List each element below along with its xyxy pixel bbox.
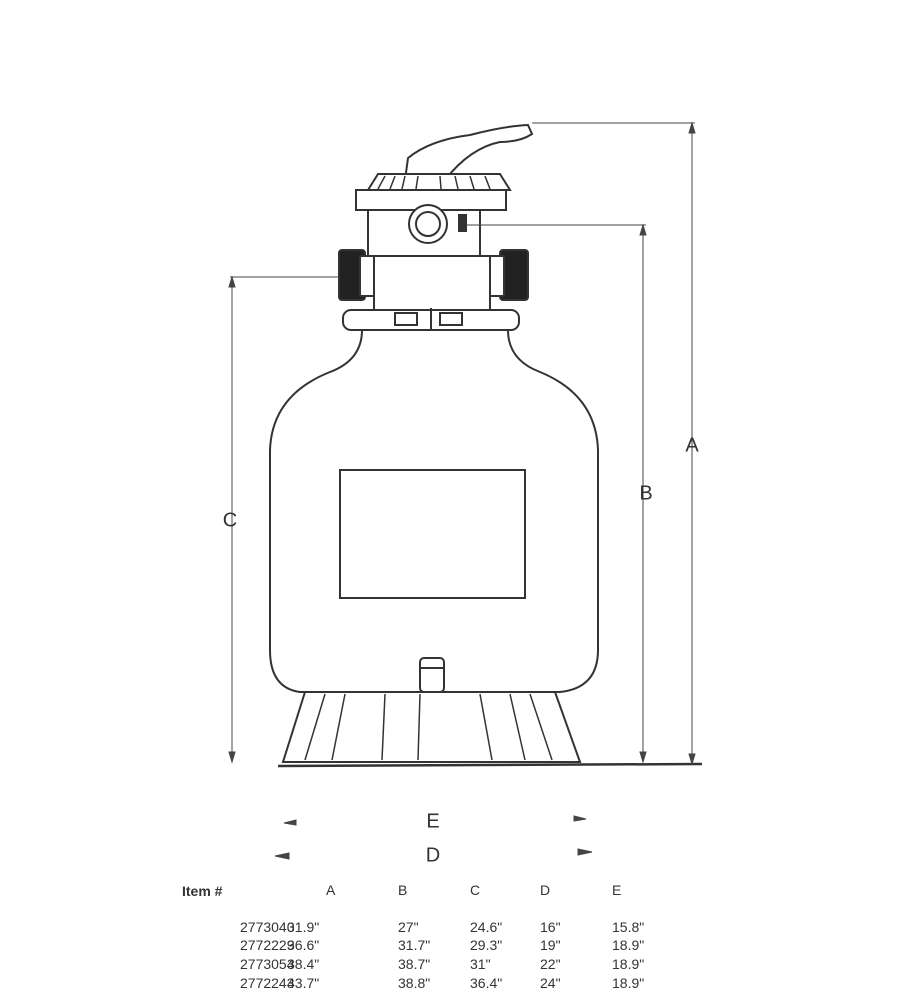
dimension-cell-d: 22" bbox=[540, 956, 561, 972]
tank-base bbox=[281, 691, 582, 763]
dimension-cell-e: 18.9" bbox=[612, 975, 645, 991]
dimension-cell-c: 31" bbox=[470, 956, 491, 972]
item-number-cell: 2772229 bbox=[240, 937, 295, 953]
column-header-b: B bbox=[398, 882, 408, 898]
dimension-cell-e: 15.8" bbox=[612, 919, 645, 935]
column-header-d: D bbox=[540, 882, 551, 898]
dimension-cell-b: 38.8" bbox=[398, 975, 431, 991]
dimension-cell-d: 16" bbox=[540, 919, 561, 935]
valve-neck bbox=[373, 255, 491, 311]
dimension-cell-e: 18.9" bbox=[612, 956, 645, 972]
item-number-cell: 2773040 bbox=[240, 919, 295, 935]
column-header-c: C bbox=[470, 882, 481, 898]
dimension-cell-d: 24" bbox=[540, 975, 561, 991]
column-header-e: E bbox=[612, 882, 622, 898]
dimension-cell-c: 36.4" bbox=[470, 975, 503, 991]
dimension-cell-b: 38.7" bbox=[398, 956, 431, 972]
dimension-cell-a: 36.6" bbox=[287, 937, 320, 953]
dimension-label-a: A bbox=[685, 434, 699, 457]
item-number-cell: 2772243 bbox=[240, 975, 295, 991]
dimension-d-arrows bbox=[274, 848, 593, 860]
dimension-cell-c: 24.6" bbox=[470, 919, 503, 935]
dimension-cell-c: 29.3" bbox=[470, 937, 503, 953]
column-header-a: A bbox=[326, 882, 336, 898]
label-window bbox=[339, 469, 526, 599]
dimension-cell-a: 43.7" bbox=[287, 975, 320, 991]
dimension-label-d: D bbox=[425, 844, 441, 867]
item-number-cell: 2773054 bbox=[240, 956, 295, 972]
dimension-cell-e: 18.9" bbox=[612, 937, 645, 953]
dimension-e-arrows bbox=[283, 815, 587, 826]
dimension-cell-b: 27" bbox=[398, 919, 419, 935]
ground-line bbox=[277, 762, 703, 768]
dimension-cell-a: 38.4" bbox=[287, 956, 320, 972]
dimension-cell-a: 31.9" bbox=[287, 919, 320, 935]
valve-handle bbox=[403, 123, 534, 181]
drain-plug bbox=[419, 657, 445, 693]
dimension-label-c: C bbox=[222, 509, 238, 532]
dimension-cell-b: 31.7" bbox=[398, 937, 431, 953]
dimension-cell-d: 19" bbox=[540, 937, 561, 953]
dimension-label-b: B bbox=[639, 482, 653, 505]
item-header: Item # bbox=[182, 883, 223, 899]
dimension-label-e: E bbox=[426, 810, 440, 833]
valve-port bbox=[408, 204, 448, 244]
